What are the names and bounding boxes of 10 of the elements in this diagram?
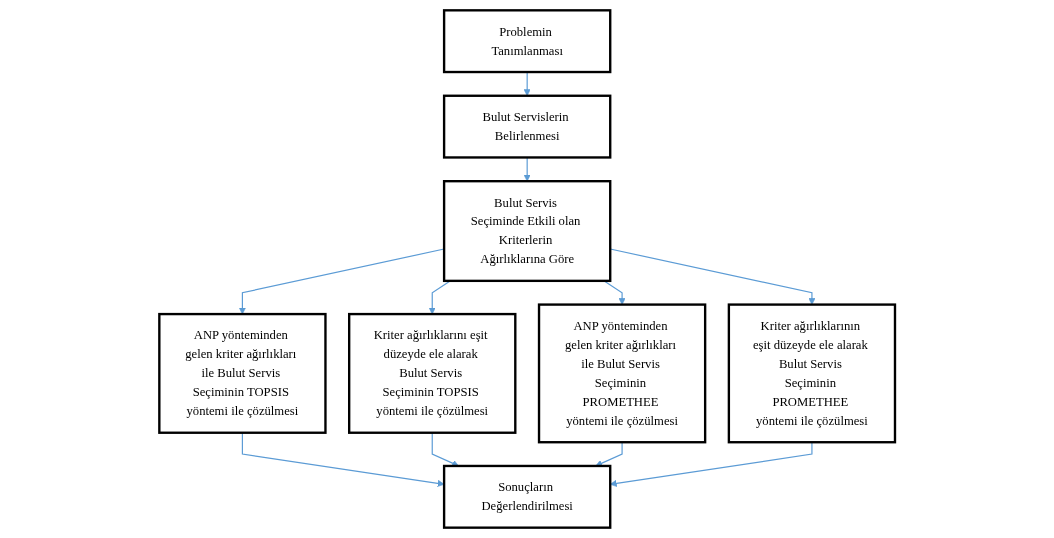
arrow (428, 280, 451, 315)
node-box: Bulut Servislerin Belirlenmesi (442, 94, 612, 159)
node-box: Kriter ağırlıklarının eşit düzeyde ele alarak Bulut Servis Seçiminin PROMETHEE yöntemi ile çözülmesi (727, 303, 896, 444)
node-box: ANP yönteminden gelen kriter ağırlıkları ile Bulut Servis Seçiminin PROMETHEE yöntemi ile çözülmesi (537, 303, 707, 444)
node-box: Kriter ağırlıklarını eşit düzeyde ele alarak Bulut Servis Seçiminin TOPSIS yöntemi ile çözülmesi (347, 312, 517, 434)
node-box: Problemin Tanımlanması (442, 9, 612, 74)
arrow (603, 280, 626, 305)
node-box: Sonuçların Değerlendirilmesi (442, 464, 612, 529)
node-box: Bulut Servis Seçiminde Etkili olan Kriterlerin Ağırlıklarına Göre (442, 180, 612, 283)
node-box: ANP yönteminden gelen kriter ağırlıkları ile Bulut Servis Seçiminin TOPSIS yöntemi ile çözülmesi (158, 312, 327, 434)
